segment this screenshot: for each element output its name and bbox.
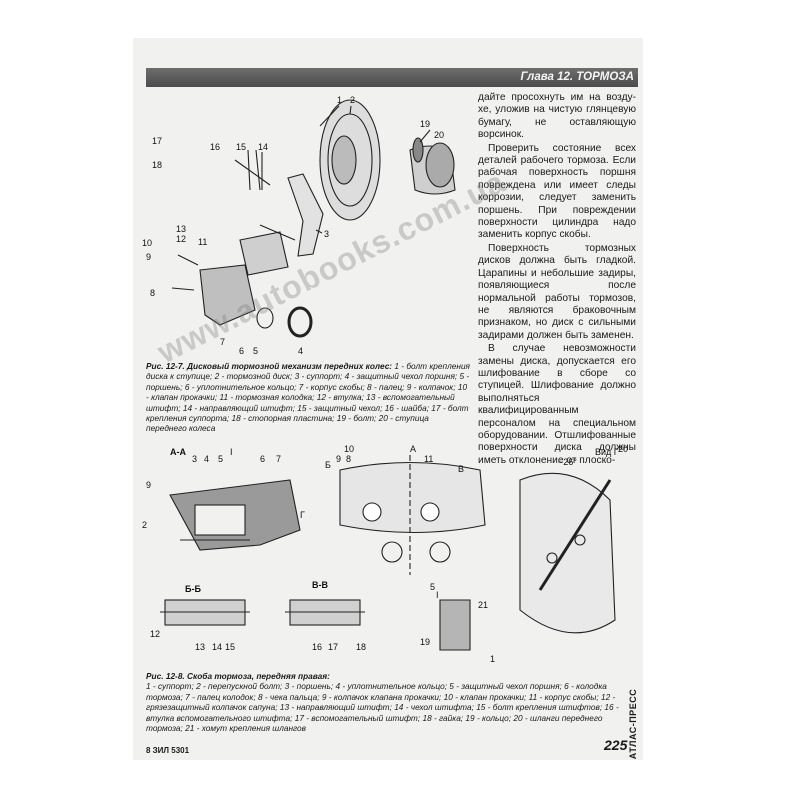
svg-text:8: 8 — [346, 454, 351, 464]
figure-12-7-exploded-brake: 1 2 3 4 5 6 7 8 9 10 11 12 13 14 15 16 1… — [142, 95, 456, 356]
side-brand-text: АТЛАС-ПРЕСС — [628, 688, 639, 760]
svg-text:12: 12 — [176, 234, 186, 244]
svg-text:4: 4 — [298, 346, 303, 356]
svg-text:21: 21 — [478, 600, 488, 610]
paragraph-1: дайте просохнуть им на возду-хе, уложив … — [478, 92, 636, 141]
figure-12-8-caption: Рис. 12-8. Скоба тормоза, передняя права… — [146, 671, 634, 733]
svg-text:6: 6 — [260, 454, 265, 464]
svg-text:19: 19 — [420, 119, 430, 129]
paragraph-2: Проверить состояние всех деталей рабочег… — [478, 142, 636, 241]
svg-text:14: 14 — [212, 642, 222, 652]
svg-text:18: 18 — [152, 160, 162, 170]
svg-text:10: 10 — [142, 238, 152, 248]
svg-text:6: 6 — [239, 346, 244, 356]
figure-12-7-caption-title: Рис. 12-7. Дисковый тормозной механизм п… — [146, 361, 393, 371]
svg-text:11: 11 — [198, 237, 207, 247]
mark-g: Г — [300, 510, 305, 520]
svg-text:4: 4 — [204, 454, 209, 464]
svg-text:3: 3 — [324, 229, 329, 239]
svg-text:1: 1 — [490, 654, 495, 664]
svg-text:10: 10 — [344, 444, 354, 454]
svg-text:11: 11 — [424, 454, 433, 464]
mark-v: В — [458, 464, 464, 474]
right-text-column: дайте просохнуть им на возду-хе, уложив … — [478, 92, 636, 468]
svg-text:14: 14 — [258, 142, 268, 152]
svg-text:13: 13 — [176, 224, 186, 234]
mark-a: А — [410, 444, 416, 454]
svg-text:5: 5 — [253, 346, 258, 356]
svg-text:16: 16 — [312, 642, 322, 652]
side-brand: АТЛАС-ПРЕСС — [626, 689, 640, 759]
mark-b: Б — [325, 460, 331, 470]
svg-text:17: 17 — [328, 642, 338, 652]
svg-text:9: 9 — [336, 454, 341, 464]
svg-text:9: 9 — [146, 480, 151, 490]
view-g-label: Вид Г — [595, 447, 619, 457]
svg-text:7: 7 — [276, 454, 281, 464]
svg-text:8: 8 — [150, 288, 155, 298]
chapter-title: Глава 12. ТОРМОЗА — [520, 71, 634, 83]
svg-text:7: 7 — [220, 337, 225, 347]
svg-text:2: 2 — [350, 95, 355, 105]
figure-12-8-caption-title: Рис. 12-8. Скоба тормоза, передняя права… — [146, 671, 330, 681]
svg-text:2: 2 — [142, 520, 147, 530]
svg-text:15: 15 — [225, 642, 235, 652]
paragraph-4: В случае невозможности замены диска, доп… — [478, 343, 636, 466]
svg-text:5: 5 — [218, 454, 223, 464]
svg-text:20: 20 — [434, 130, 444, 140]
angle-dim: ~26° — [558, 457, 577, 467]
section-label-aa: А-А — [170, 447, 186, 457]
svg-text:9: 9 — [146, 252, 151, 262]
svg-text:5: 5 — [430, 582, 435, 592]
chapter-header-bar — [146, 68, 638, 87]
svg-text:17: 17 — [152, 136, 162, 146]
section-label-vv: В-В — [312, 580, 328, 590]
svg-text:3: 3 — [192, 454, 197, 464]
svg-text:1: 1 — [337, 95, 342, 105]
figure-12-7-caption: Рис. 12-7. Дисковый тормозной механизм п… — [146, 361, 471, 434]
mark-one-2: I — [436, 590, 439, 600]
svg-text:20: 20 — [618, 444, 628, 454]
svg-text:16: 16 — [210, 142, 220, 152]
svg-text:15: 15 — [236, 142, 246, 152]
section-label-bb: Б-Б — [185, 584, 201, 594]
svg-text:13: 13 — [195, 642, 205, 652]
figure-12-7-caption-text: 1 - болт крепления диска к ступице; 2 - … — [146, 361, 470, 434]
svg-text:18: 18 — [356, 642, 366, 652]
paragraph-3: Поверхность тормозных дисков должна быть… — [478, 242, 636, 341]
figure-12-8-caption-text: 1 - суппорт; 2 - перепускной болт; 3 - п… — [146, 681, 619, 734]
svg-text:12: 12 — [150, 629, 160, 639]
svg-text:19: 19 — [420, 637, 430, 647]
book-page — [133, 38, 643, 760]
mark-one: I — [230, 447, 233, 457]
figure-12-8-caliper-drawing: А-А Б-Б В-В Б В А Г Вид Г ~26° I I 9 2 3… — [142, 444, 628, 664]
footer-left: 8 ЗИЛ 5301 — [146, 746, 190, 755]
page-number: 225 — [604, 737, 628, 753]
